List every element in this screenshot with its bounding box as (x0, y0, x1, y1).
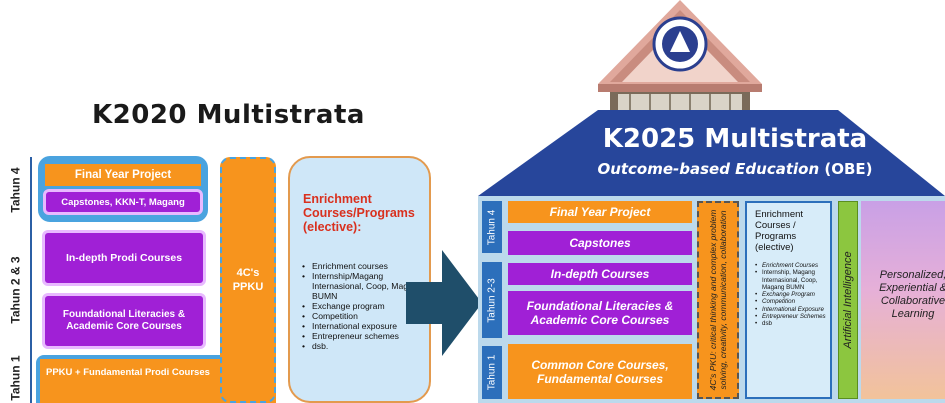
list-item: Competition (755, 298, 831, 306)
right-tahun-4: Tahun 4 (482, 201, 502, 253)
k2025-title: K2025 Multistrata (602, 124, 868, 154)
list-item: Internship, Magang Internasional, Coop, … (755, 269, 831, 291)
right-tahun-1: Tahun 1 (482, 346, 502, 399)
right-4c-pku-text: 4C's PKU: critical thinking and complex … (708, 209, 728, 391)
k2025-header-band (478, 110, 945, 196)
left-tahun-4: Tahun 4 (9, 167, 23, 213)
k2025-subtitle-abbr: (OBE) (824, 160, 873, 178)
left-capstones-box: Capstones, KKN-T, Magang (43, 189, 203, 215)
list-item: Competition (302, 311, 427, 321)
right-final-year-box: Final Year Project (508, 201, 692, 223)
right-common-core-box: Common Core Courses, Fundamental Courses (508, 344, 692, 399)
list-item: Enrichment courses (302, 261, 427, 271)
left-tahun-2-3: Tahun 2 & 3 (9, 256, 23, 324)
left-enrichment-title: Enrichment Courses/Programs (elective): (303, 192, 415, 234)
list-item: Exchange Program (755, 291, 831, 299)
list-item: Internship/Magang Internasional, Coop, M… (302, 271, 427, 301)
list-item: dsb (755, 320, 831, 328)
list-item: Entrepreneur Schemes (755, 313, 831, 321)
right-4c-pku-column: 4C's PKU: critical thinking and complex … (697, 201, 739, 399)
right-enrichment-panel: Enrichment Courses / Programs (elective)… (745, 201, 832, 399)
list-item: Enrichment Courses (755, 262, 831, 270)
k2025-subtitle: Outcome-based Education (OBE) (540, 160, 930, 178)
right-tahun-2-3: Tahun 2-3 (482, 262, 502, 338)
right-capstones-box: Capstones (508, 231, 692, 255)
right-ai-label: Artificial Intelligence (842, 251, 854, 349)
list-item: Exchange program (302, 301, 427, 311)
left-tahun-1: Tahun 1 (9, 354, 23, 401)
left-foundational-box: Foundational Literacies & Academic Core … (42, 293, 206, 349)
list-item: Entrepreneur schemes (302, 331, 427, 341)
right-enrichment-title: Enrichment Courses / Programs (elective) (755, 209, 804, 253)
right-ai-column: Artificial Intelligence (838, 201, 858, 399)
right-indepth-box: In-depth Courses (508, 263, 692, 285)
left-4c-ppku-column: 4C's PPKU (220, 157, 276, 403)
list-item: dsb. (302, 341, 427, 351)
left-final-year-box: Final Year Project (45, 164, 201, 186)
left-enrichment-list: Enrichment courses Internship/Magang Int… (302, 261, 427, 351)
right-personalized-label: Personalized, Experiential & Collaborati… (879, 269, 945, 320)
list-item: International Exposure (755, 306, 831, 314)
transition-arrow-icon (406, 250, 482, 356)
building-roof-icon (598, 0, 762, 112)
left-indepth-box: In-depth Prodi Courses (42, 230, 206, 286)
right-enrichment-list: Enrichment Courses Internship, Magang In… (755, 262, 831, 328)
k2025-subtitle-italic: Outcome-based Education (597, 160, 820, 178)
left-axis-line (30, 157, 32, 403)
k2020-title: K2020 Multistrata (92, 100, 365, 130)
right-personalized-column: Personalized, Experiential & Collaborati… (861, 201, 945, 399)
list-item: International exposure (302, 321, 427, 331)
left-enrichment-panel: Enrichment Courses/Programs (elective): … (288, 156, 431, 403)
right-foundational-box: Foundational Literacies & Academic Core … (508, 291, 692, 335)
